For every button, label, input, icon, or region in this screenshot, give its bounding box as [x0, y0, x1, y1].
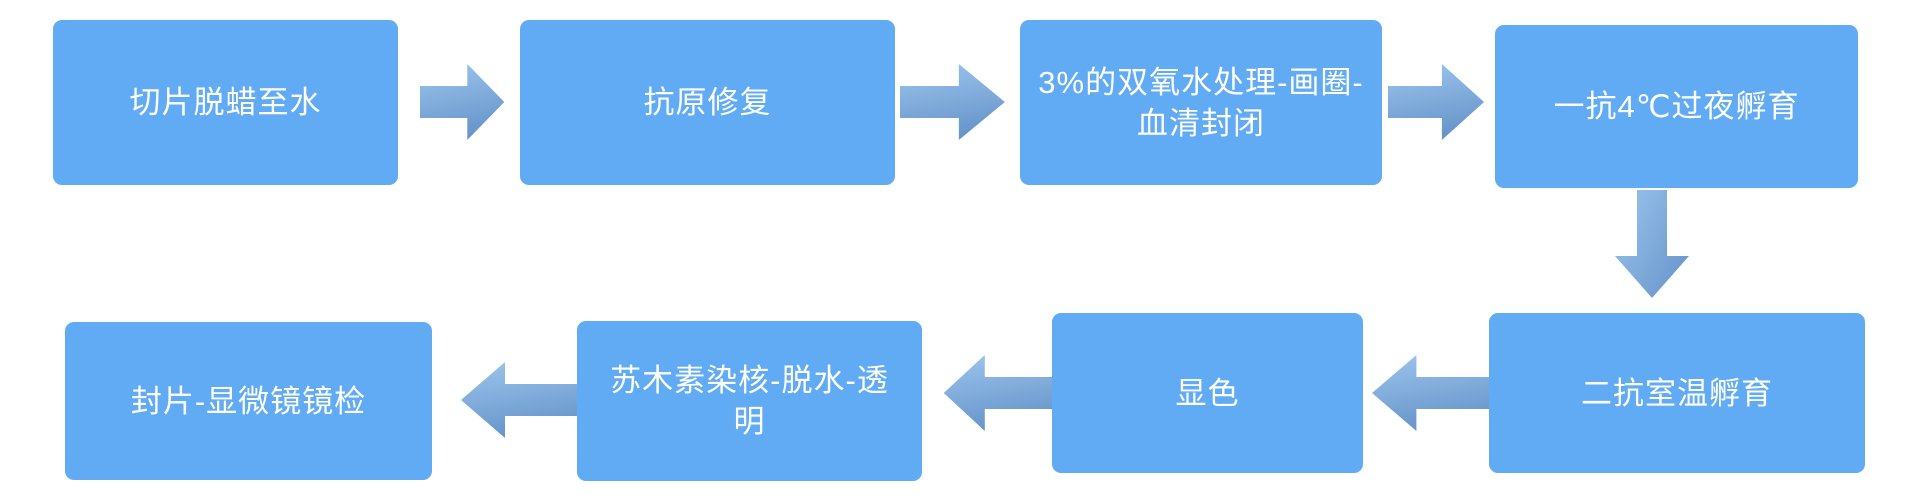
arrow-left-icon — [943, 355, 1052, 431]
flow-node-step-7: 苏木素染核-脱水-透 明 — [577, 321, 922, 481]
flow-node-label: 抗原修复 — [643, 85, 772, 120]
flow-node-label: 二抗室温孵育 — [1581, 375, 1773, 411]
flow-node-label: 切片脱蜡至水 — [129, 85, 322, 120]
arrow-left-icon — [1372, 355, 1489, 431]
arrow-right-icon — [900, 64, 1005, 140]
flow-node-step-8: 封片-显微镜镜检 — [65, 322, 432, 480]
flow-node-label: 显色 — [1175, 375, 1240, 411]
arrow-down-icon — [1615, 190, 1689, 298]
arrow-right-icon — [420, 64, 505, 140]
flow-node-step-5: 二抗室温孵育 — [1489, 313, 1865, 473]
flow-node-label: 封片-显微镜镜检 — [130, 383, 367, 419]
arrow-left-icon — [461, 362, 577, 438]
flow-node-step-6: 显色 — [1052, 313, 1363, 473]
flow-node-step-1: 切片脱蜡至水 — [53, 20, 398, 185]
flow-node-step-3: 3%的双氧水处理-画圈- 血清封闭 — [1020, 20, 1382, 185]
arrow-right-icon — [1388, 64, 1485, 140]
flow-node-label: 3%的双氧水处理-画圈- 血清封闭 — [1038, 64, 1364, 141]
flow-node-label: 苏木素染核-脱水-透 明 — [610, 363, 889, 439]
flow-node-step-2: 抗原修复 — [520, 20, 895, 185]
flow-node-label: 一抗4℃过夜孵育 — [1553, 89, 1800, 124]
flow-node-step-4: 一抗4℃过夜孵育 — [1495, 25, 1858, 188]
